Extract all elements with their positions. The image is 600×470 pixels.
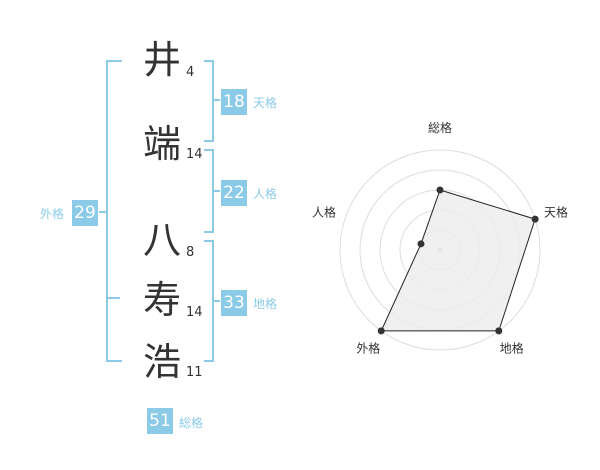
- radar-data-area: [380, 189, 536, 332]
- stroke-count-2: 14: [186, 147, 203, 162]
- radar-point-2: [531, 215, 539, 223]
- tenkaku-badge: 18: [221, 89, 247, 115]
- name-char-5: 浩: [142, 340, 181, 384]
- jinkaku-bracket-tick: [212, 190, 220, 192]
- radar-axis-label-4: 外格: [356, 341, 380, 356]
- gaikaku-badge: 29: [72, 200, 98, 226]
- gaikaku-bracket-mid-tick: [106, 297, 120, 299]
- name-char-4: 寿: [142, 278, 181, 322]
- jinkaku-label: 人格: [253, 187, 278, 201]
- soukaku-badge: 51: [147, 408, 173, 434]
- radar-point-5: [417, 240, 425, 248]
- stroke-count-4: 14: [186, 305, 203, 320]
- name-char-2: 端: [142, 122, 181, 166]
- radar-point-1: [436, 186, 444, 194]
- radar-axis-label-1: 総格: [428, 120, 452, 135]
- name-char-1: 井: [142, 38, 181, 82]
- jinkaku-badge: 22: [221, 180, 247, 206]
- chikaku-bracket-tick: [212, 300, 220, 302]
- tenkaku-bracket: [204, 60, 214, 142]
- tenkaku-label: 天格: [253, 96, 278, 110]
- tenkaku-bracket-tick: [212, 99, 220, 101]
- radar-point-3: [495, 327, 503, 335]
- gaikaku-bracket-tick: [99, 211, 106, 213]
- radar-ring: [339, 149, 541, 351]
- gaikaku-label: 外格: [40, 207, 65, 221]
- radar-axis-label-5: 人格: [312, 204, 336, 219]
- name-char-3: 八: [142, 218, 181, 262]
- soukaku-label: 総格: [179, 416, 204, 430]
- stroke-count-3: 8: [186, 245, 195, 260]
- gaikaku-bracket: [106, 60, 122, 362]
- radar-axis-label-3: 地格: [500, 341, 524, 356]
- radar-data-points: [377, 186, 539, 335]
- chikaku-label: 地格: [253, 297, 278, 311]
- stroke-count-1: 4: [186, 65, 195, 80]
- radar-axis-label-2: 天格: [544, 204, 568, 219]
- stroke-count-5: 11: [186, 365, 203, 380]
- radar-point-4: [377, 327, 385, 335]
- chikaku-badge: 33: [221, 290, 247, 316]
